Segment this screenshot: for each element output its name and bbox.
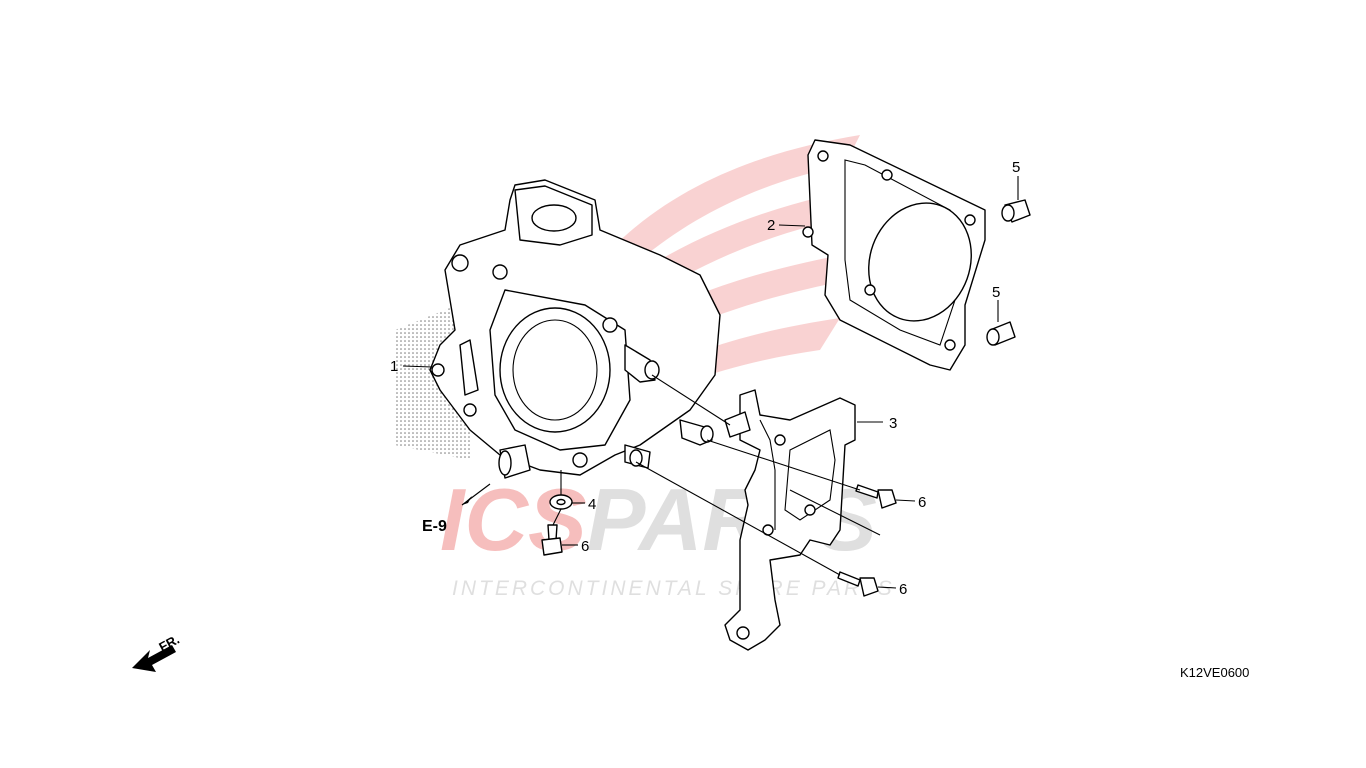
- gasket-part: [802, 139, 986, 371]
- callout-2: 2: [767, 217, 775, 234]
- watermark-brand: ICSPARTS INTERCONTINENTAL SPARE PARTS: [440, 470, 895, 600]
- cylinder-part: [395, 179, 721, 479]
- leader-lines: [402, 176, 1019, 589]
- callout-3: 3: [889, 415, 897, 432]
- bolt-left: [541, 524, 563, 556]
- callout-6-left: 6: [581, 538, 589, 555]
- reference-label: E-9: [422, 518, 447, 535]
- assembly-lines: [552, 374, 881, 576]
- callout-labels: 1 2 3 4 5 5 6 6 6: [390, 159, 1020, 598]
- front-arrow-icon: [132, 645, 176, 672]
- watermark-tagline: INTERCONTINENTAL SPARE PARTS: [452, 577, 895, 600]
- front-indicator: FR.: [132, 632, 182, 672]
- front-indicator-label: FR.: [156, 632, 182, 655]
- bolt-right-upper: [855, 484, 897, 509]
- bracket-part: [724, 389, 856, 651]
- callout-5-upper: 5: [1012, 159, 1020, 176]
- dowel-pin-lower: [986, 321, 1016, 346]
- callout-1: 1: [390, 358, 398, 375]
- bolt-right-lower: [837, 571, 879, 597]
- callout-6-right-upper: 6: [918, 494, 926, 511]
- callout-5-lower: 5: [992, 284, 1000, 301]
- callout-6-right-lower: 6: [899, 581, 907, 598]
- callout-4: 4: [588, 496, 596, 513]
- dowel-pin-upper: [1001, 199, 1031, 223]
- washer-part: [549, 494, 573, 510]
- watermark-brand-part1: ICS: [440, 470, 587, 569]
- diagram-code: K12VE0600: [1180, 665, 1249, 680]
